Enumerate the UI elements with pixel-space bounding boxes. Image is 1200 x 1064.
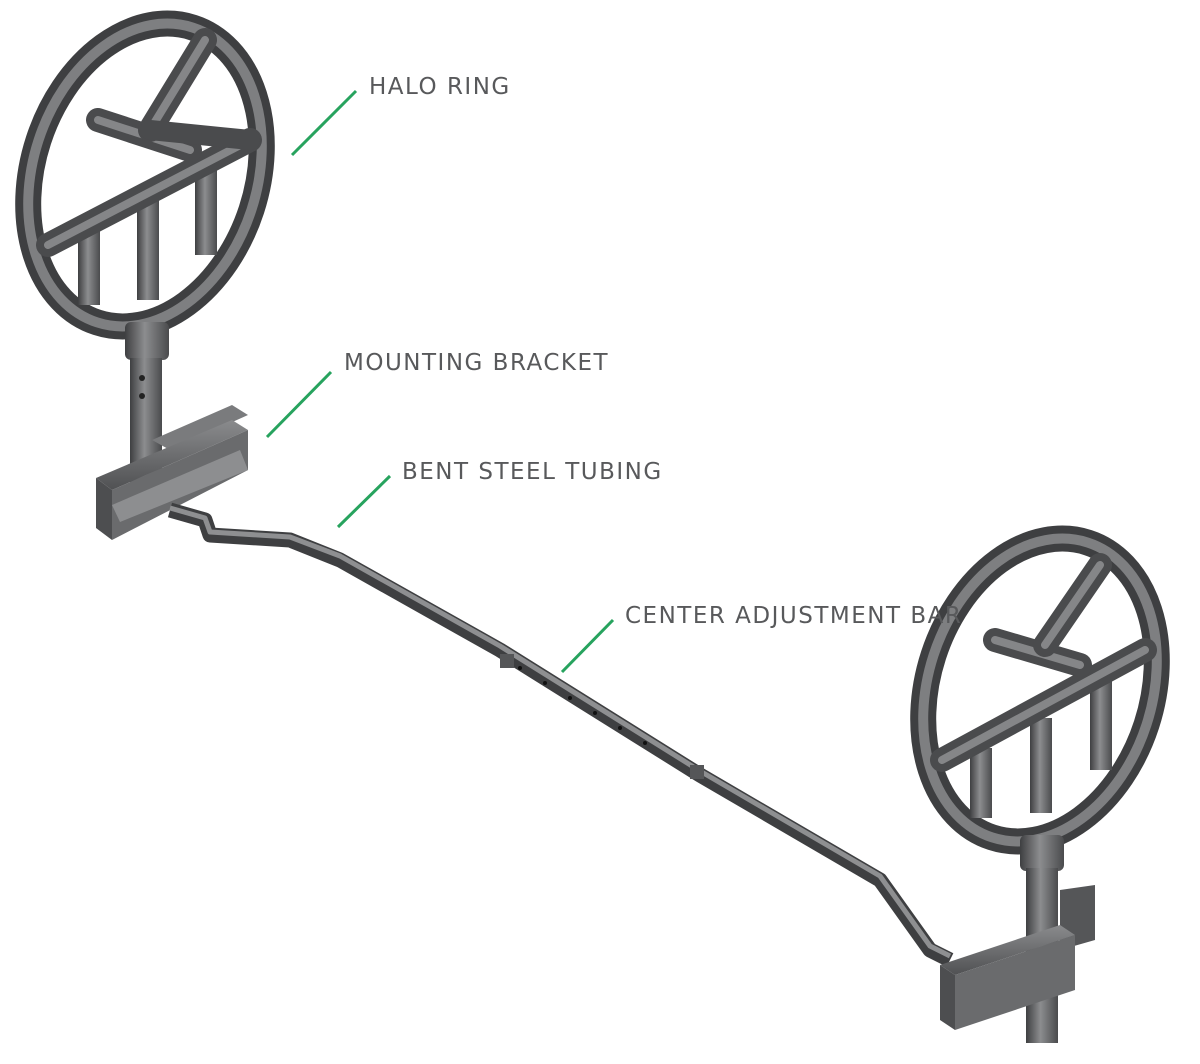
- left-mounting-bracket: [96, 405, 248, 540]
- center-bar-assembly: [167, 502, 954, 967]
- mounting-bracket-leader: [265, 370, 333, 439]
- center-adjustment-bar-label: CENTER ADJUSTMENT BAR: [625, 603, 963, 629]
- halo-ring-leader: [290, 89, 358, 157]
- left-halo-ring: [15, 10, 275, 340]
- right-mounting-bracket: [940, 885, 1095, 1030]
- halo-ring-label: HALO RING: [369, 74, 511, 100]
- leader-lines: [265, 89, 615, 674]
- right-halo-ring: [910, 525, 1170, 855]
- mounting-bracket-label: MOUNTING BRACKET: [344, 350, 610, 376]
- center-adjustment-bar-leader: [560, 618, 615, 674]
- bent-steel-tubing-leader: [336, 474, 392, 529]
- bent-steel-tubing-label: BENT STEEL TUBING: [402, 459, 663, 485]
